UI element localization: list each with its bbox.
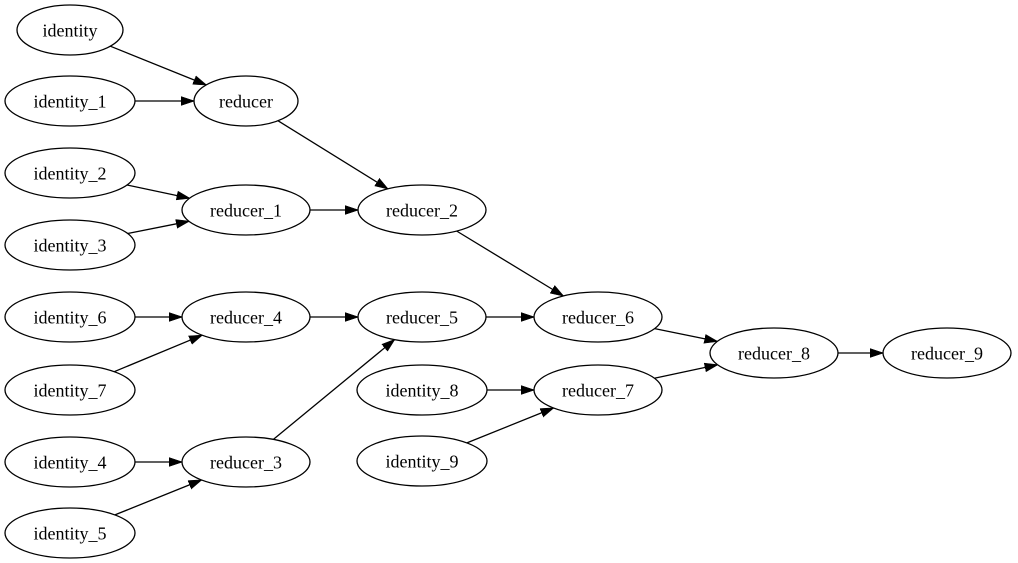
edge-identity-to-reducer (110, 45, 206, 86)
node-reducer_6: reducer_6 (533, 291, 663, 343)
node-ellipse-identity_5 (4, 507, 136, 559)
edge-identity_7-to-reducer_4 (113, 334, 202, 373)
node-reducer_3: reducer_3 (181, 436, 311, 488)
node-ellipse-reducer_8 (709, 327, 839, 379)
node-label-reducer_5: reducer_5 (386, 307, 458, 327)
node-reducer_9: reducer_9 (882, 327, 1012, 379)
node-identity: identity (16, 4, 124, 56)
node-label-identity_4: identity_4 (34, 452, 107, 472)
node-label-identity_5: identity_5 (34, 523, 107, 543)
node-reducer_8: reducer_8 (709, 327, 839, 379)
node-label-reducer_9: reducer_9 (911, 343, 983, 363)
edge-reducer-to-reducer_2 (277, 120, 388, 189)
node-reducer_2: reducer_2 (357, 184, 487, 236)
node-label-reducer_7: reducer_7 (562, 380, 634, 400)
node-reducer_4: reducer_4 (181, 291, 311, 343)
node-ellipse-identity_8 (356, 364, 488, 416)
node-label-identity_9: identity_9 (386, 451, 459, 471)
node-identity_7: identity_7 (4, 364, 136, 416)
node-ellipse-reducer_6 (533, 291, 663, 343)
node-label-reducer: reducer (219, 91, 273, 111)
node-ellipse-reducer_2 (357, 184, 487, 236)
node-ellipse-identity_3 (4, 219, 136, 271)
node-identity_1: identity_1 (4, 75, 136, 127)
nodes-layer: identity identity_1 reducer identity_2ident… (4, 4, 1012, 559)
edge-reducer_6-to-reducer_8 (654, 327, 718, 342)
edge-reducer_3-to-reducer_5 (272, 340, 394, 440)
edge-identity_9-to-reducer_7 (466, 407, 554, 444)
node-reducer_1: reducer_1 (181, 184, 311, 236)
node-label-identity_2: identity_2 (34, 163, 107, 183)
node-identity_5: identity_5 (4, 507, 136, 559)
node-label-reducer_1: reducer_1 (210, 200, 282, 220)
node-ellipse-identity_4 (4, 436, 136, 488)
edges-layer (110, 45, 883, 516)
node-label-reducer_2: reducer_2 (386, 200, 458, 220)
node-identity_4: identity_4 (4, 436, 136, 488)
node-ellipse-reducer (193, 75, 299, 127)
node-identity_2: identity_2 (4, 147, 136, 199)
node-identity_6: identity_6 (4, 291, 136, 343)
node-ellipse-reducer_9 (882, 327, 1012, 379)
node-label-identity_3: identity_3 (34, 235, 107, 255)
node-ellipse-reducer_3 (181, 436, 311, 488)
node-ellipse-identity (16, 4, 124, 56)
node-ellipse-identity_9 (356, 435, 488, 487)
node-label-reducer_6: reducer_6 (562, 307, 634, 327)
node-identity_9: identity_9 (356, 435, 488, 487)
node-reducer_5: reducer_5 (357, 291, 487, 343)
node-label-identity_6: identity_6 (34, 307, 107, 327)
edge-identity_3-to-reducer_1 (127, 221, 189, 235)
node-ellipse-identity_7 (4, 364, 136, 416)
node-label-identity_7: identity_7 (34, 380, 107, 400)
edge-identity_5-to-reducer_3 (114, 479, 202, 516)
node-label-reducer_4: reducer_4 (210, 307, 282, 327)
node-label-identity_1: identity_1 (34, 91, 107, 111)
node-ellipse-identity_2 (4, 147, 136, 199)
node-reducer: reducer (193, 75, 299, 127)
node-label-identity: identity (43, 20, 98, 40)
node-ellipse-reducer_5 (357, 291, 487, 343)
node-ellipse-reducer_7 (533, 364, 663, 416)
node-label-identity_8: identity_8 (386, 380, 459, 400)
edge-identity_2-to-reducer_1 (126, 184, 190, 198)
node-ellipse-reducer_4 (181, 291, 311, 343)
node-identity_8: identity_8 (356, 364, 488, 416)
node-ellipse-identity_6 (4, 291, 136, 343)
node-ellipse-reducer_1 (181, 184, 311, 236)
node-label-reducer_3: reducer_3 (210, 452, 282, 472)
edge-reducer_2-to-reducer_6 (456, 230, 564, 296)
node-identity_3: identity_3 (4, 219, 136, 271)
edge-reducer_7-to-reducer_8 (654, 365, 717, 379)
node-label-reducer_8: reducer_8 (738, 343, 810, 363)
node-ellipse-identity_1 (4, 75, 136, 127)
node-reducer_7: reducer_7 (533, 364, 663, 416)
